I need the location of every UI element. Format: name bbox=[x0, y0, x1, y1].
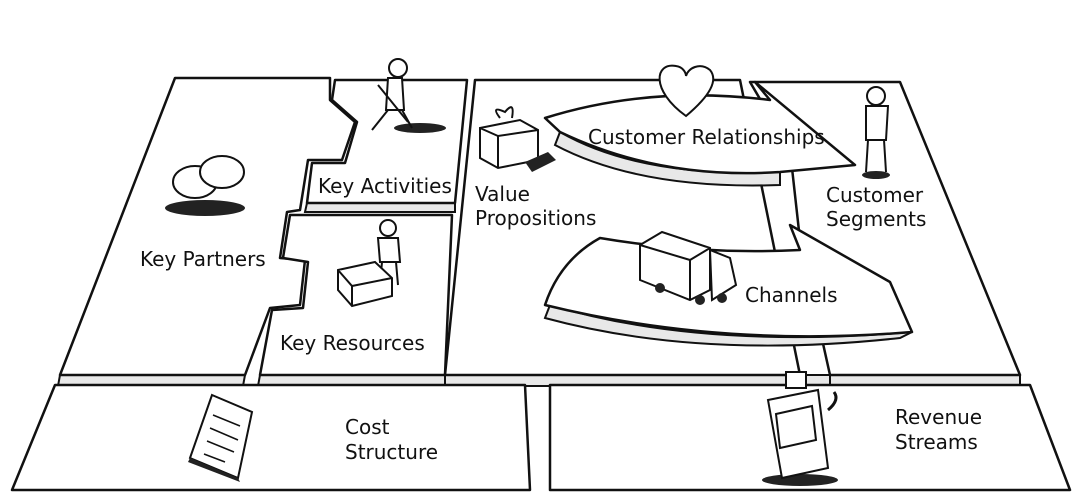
channels-label: Channels bbox=[745, 283, 838, 307]
value-propositions-label-line1: Value bbox=[475, 182, 530, 206]
customer-segments-label-line1: Customer bbox=[826, 183, 924, 207]
cost-structure-label-line1: Cost bbox=[345, 415, 390, 439]
cost-structure-block[interactable] bbox=[10, 383, 532, 492]
customer-person-icon bbox=[862, 86, 890, 179]
key-activities-block[interactable] bbox=[303, 78, 469, 213]
linked-rings-icon bbox=[165, 155, 245, 216]
digging-person-icon bbox=[371, 58, 446, 133]
cost-structure-label-line2: Structure bbox=[345, 440, 438, 464]
delivery-truck-icon bbox=[639, 230, 738, 305]
heart-icon bbox=[658, 64, 715, 118]
key-partners-label: Key Partners bbox=[140, 247, 266, 271]
customer-relationships-arrow[interactable] bbox=[543, 80, 857, 187]
revenue-streams-label-line2: Streams bbox=[895, 430, 978, 454]
gift-box-icon bbox=[479, 106, 556, 172]
value-propositions-label-line2: Propositions bbox=[475, 206, 596, 230]
cash-register-icon bbox=[762, 371, 838, 486]
document-icon bbox=[188, 393, 254, 482]
worker-with-machine-icon bbox=[337, 219, 402, 308]
key-resources-label: Key Resources bbox=[280, 331, 425, 355]
customer-relationships-label: Customer Relationships bbox=[588, 125, 825, 149]
customer-segments-label-line2: Segments bbox=[826, 207, 926, 231]
revenue-streams-label-line1: Revenue bbox=[895, 405, 982, 429]
key-activities-label: Key Activities bbox=[318, 174, 452, 198]
